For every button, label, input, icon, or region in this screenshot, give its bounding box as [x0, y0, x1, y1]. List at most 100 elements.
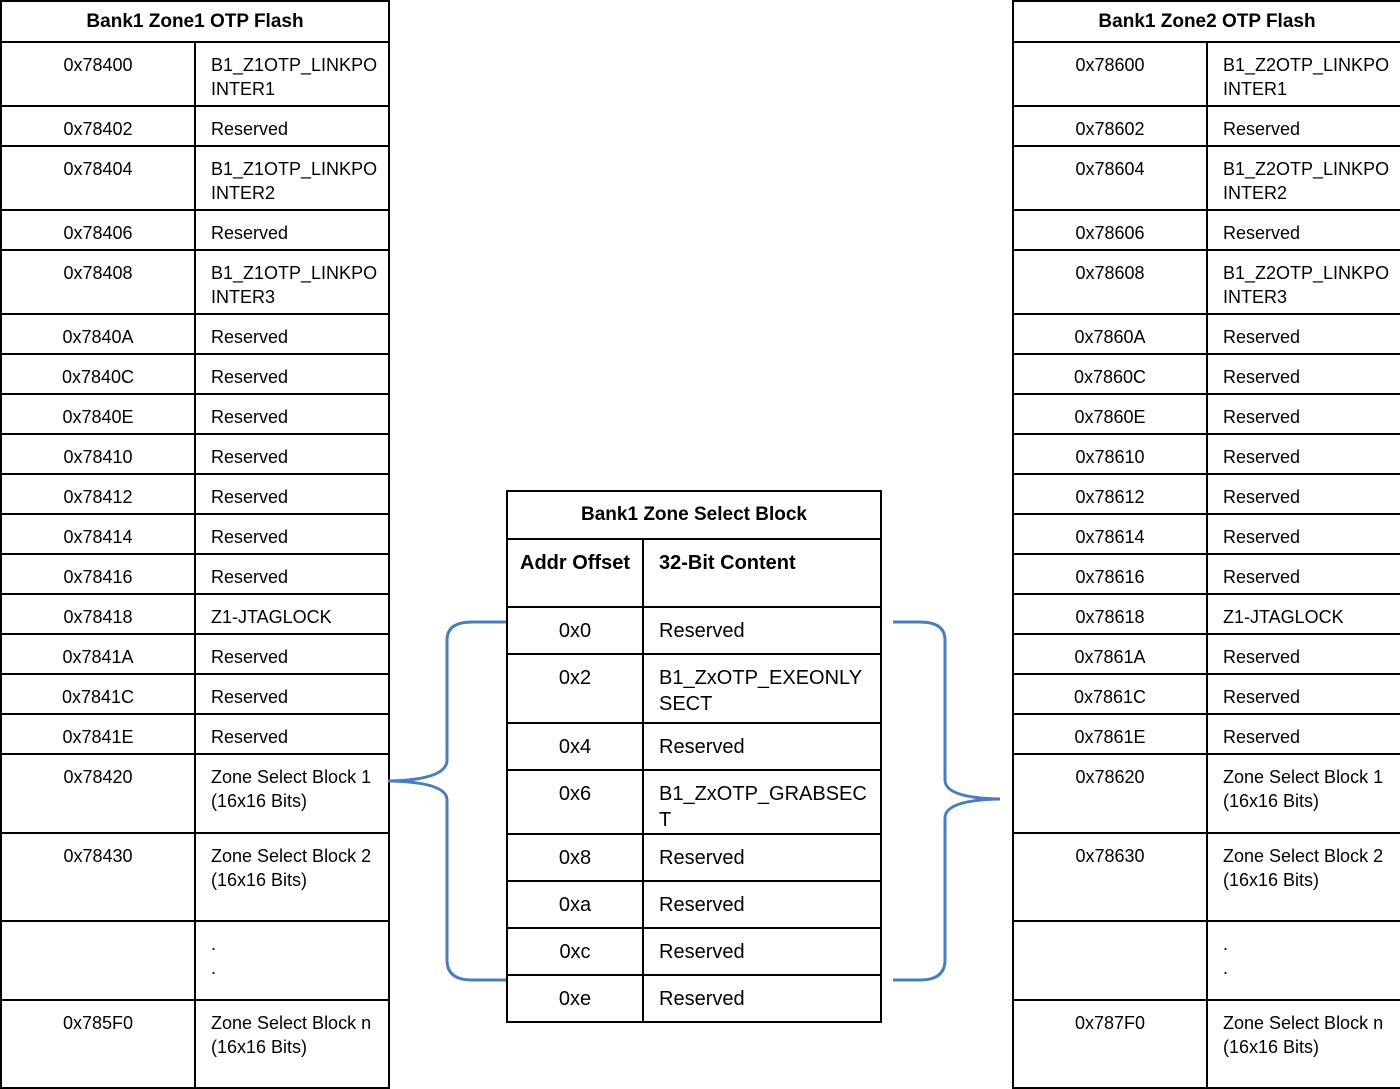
- offset-cell: 0xe: [506, 974, 644, 1023]
- content-cell: B1_Z2OTP_LINKPOINTER2: [1206, 145, 1400, 211]
- offset-cell: 0xa: [506, 880, 644, 929]
- address-cell: 0x78420: [0, 753, 196, 834]
- content-cell: Reserved: [642, 833, 882, 882]
- address-cell: 0x78620: [1012, 753, 1208, 834]
- content-cell: Reserved: [1206, 513, 1400, 555]
- content-cell: Reserved: [642, 606, 882, 655]
- address-cell: [0, 920, 196, 1001]
- table-row: 0x78630 Zone Select Block 2 (16x16 Bits): [1012, 832, 1400, 922]
- select-block-title: Bank1 Zone Select Block: [506, 490, 882, 540]
- address-cell: 0x78630: [1012, 832, 1208, 922]
- address-cell: 0x7860C: [1012, 353, 1208, 395]
- content-line: Zone Select Block 2: [1223, 846, 1384, 866]
- content-cell: Reserved: [194, 433, 390, 475]
- content-line: .: [211, 958, 217, 978]
- content-line: Zone Select Block 2: [211, 846, 372, 866]
- content-cell: Zone Select Block 2(16x16 Bits): [194, 832, 390, 922]
- content-line: (16x16 Bits): [1223, 791, 1320, 811]
- offset-cell: 0x6: [506, 769, 644, 835]
- content-cell: Reserved: [1206, 713, 1400, 755]
- address-cell: 0x7861E: [1012, 713, 1208, 755]
- content-cell: Reserved: [1206, 105, 1400, 147]
- content-cell: B1_Z2OTP_LINKPOINTER1: [1206, 41, 1400, 107]
- content-line: .: [1223, 958, 1229, 978]
- content-cell: Reserved: [194, 633, 390, 675]
- content-cell: Reserved: [194, 553, 390, 595]
- content-line: Zone Select Block 1: [1223, 767, 1384, 787]
- table-row: ..: [1012, 920, 1400, 1001]
- address-cell: 0x78600: [1012, 41, 1208, 107]
- content-line: (16x16 Bits): [1223, 1037, 1320, 1057]
- content-cell: B1_Z1OTP_LINKPOINTER1: [194, 41, 390, 107]
- address-cell: 0x78406: [0, 209, 196, 251]
- address-cell: 0x7861A: [1012, 633, 1208, 675]
- content-cell: Z1-JTAGLOCK: [1206, 593, 1400, 635]
- content-line: Zone Select Block 1: [211, 767, 372, 787]
- content-cell: Reserved: [642, 722, 882, 771]
- content-cell: Reserved: [1206, 673, 1400, 715]
- offset-cell: 0x0: [506, 606, 644, 655]
- zone1-title: Bank1 Zone1 OTP Flash: [0, 0, 390, 43]
- content-cell: Reserved: [642, 927, 882, 976]
- content-cell: Zone Select Block 1(16x16 Bits): [194, 753, 390, 834]
- content-line: Zone Select Block n: [211, 1013, 372, 1033]
- address-cell: 0x7841E: [0, 713, 196, 755]
- content-line: (16x16 Bits): [1223, 870, 1320, 890]
- address-cell: 0x78408: [0, 249, 196, 315]
- content-cell: Reserved: [1206, 353, 1400, 395]
- content-cell: Reserved: [1206, 473, 1400, 515]
- address-cell: 0x78412: [0, 473, 196, 515]
- content-cell: B1_Z2OTP_LINKPOINTER3: [1206, 249, 1400, 315]
- address-cell: 0x787F0: [1012, 999, 1208, 1089]
- offset-cell: 0x2: [506, 653, 644, 724]
- address-cell: 0x78416: [0, 553, 196, 595]
- address-cell: 0x7861C: [1012, 673, 1208, 715]
- content-cell: Reserved: [1206, 313, 1400, 355]
- offset-cell: 0x4: [506, 722, 644, 771]
- address-cell: 0x78410: [0, 433, 196, 475]
- address-cell: 0x78608: [1012, 249, 1208, 315]
- address-cell: 0x78414: [0, 513, 196, 555]
- address-cell: 0x78618: [1012, 593, 1208, 635]
- content-cell: Reserved: [194, 393, 390, 435]
- left-brace: [387, 620, 506, 982]
- content-cell: Z1-JTAGLOCK: [194, 593, 390, 635]
- address-cell: 0x7841A: [0, 633, 196, 675]
- content-cell: Reserved: [194, 513, 390, 555]
- content-cell: B1_Z1OTP_LINKPOINTER3: [194, 249, 390, 315]
- address-cell: 0x7841C: [0, 673, 196, 715]
- right-brace: [893, 620, 1001, 982]
- content-cell: ..: [194, 920, 390, 1001]
- content-cell: Reserved: [194, 105, 390, 147]
- table-row: ..: [0, 920, 390, 1001]
- address-cell: 0x78610: [1012, 433, 1208, 475]
- address-cell: 0x78404: [0, 145, 196, 211]
- content-line: Zone Select Block n: [1223, 1013, 1384, 1033]
- content-cell: Zone Select Block n(16x16 Bits): [194, 999, 390, 1089]
- address-cell: 0x78402: [0, 105, 196, 147]
- zone2-title: Bank1 Zone2 OTP Flash: [1012, 0, 1400, 43]
